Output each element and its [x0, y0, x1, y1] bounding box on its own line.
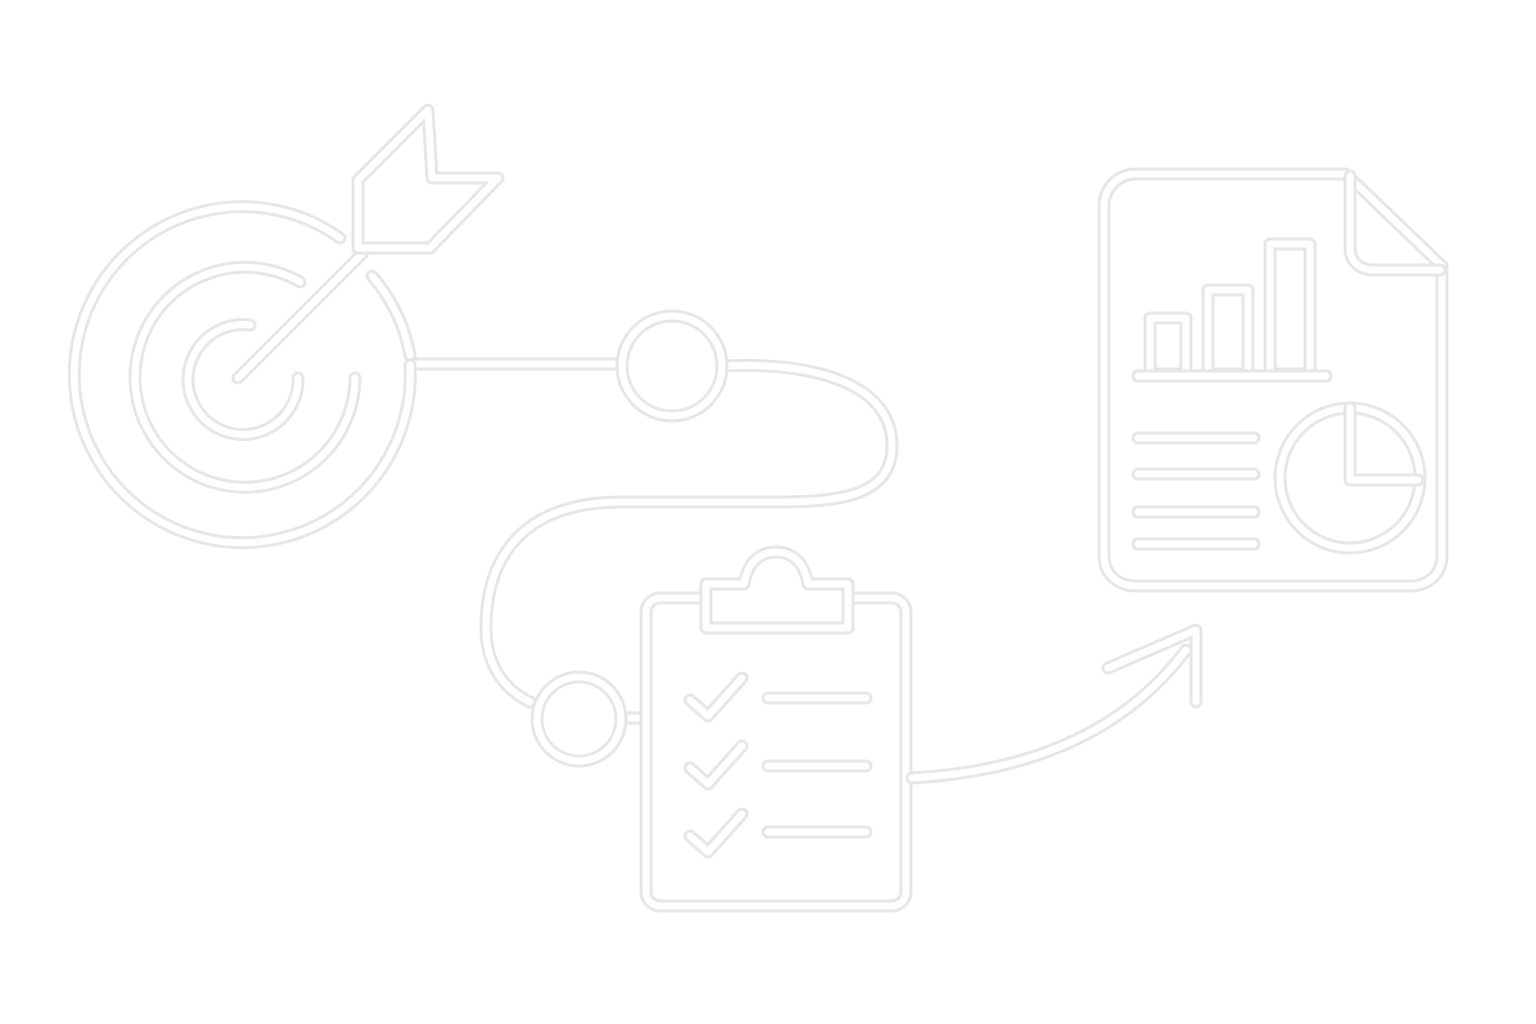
- target-with-arrow-icon: [67, 103, 505, 550]
- path-milestone-icon: [530, 309, 729, 768]
- report-document-icon: [1097, 167, 1449, 593]
- path-connector: [405, 357, 899, 725]
- growth-arrow-icon: [905, 623, 1203, 785]
- clipboard-checklist-icon: [639, 545, 913, 913]
